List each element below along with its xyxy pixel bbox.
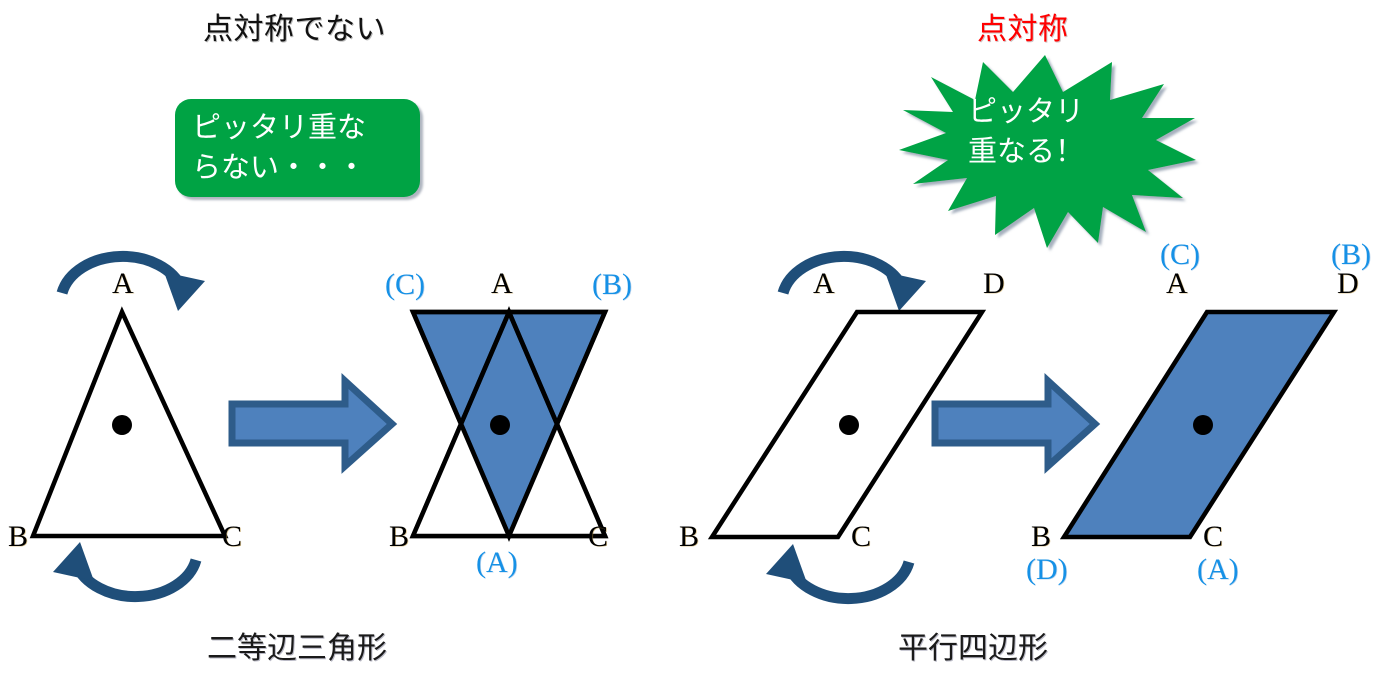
left-result-overlap-group xyxy=(409,306,609,542)
rotation-arrow-bottom-right xyxy=(783,560,915,605)
vertex-label-A-src-para: A xyxy=(813,267,835,300)
result-center-point-dot xyxy=(490,415,510,435)
image-label-B-res-para: (B) xyxy=(1331,238,1371,271)
vertex-label-A-src-tri: A xyxy=(112,267,134,300)
vertex-label-B-res-tri: B xyxy=(389,520,410,553)
vertex-label-B-res-para: B xyxy=(1031,520,1052,553)
vertex-label-A-res-para: A xyxy=(1166,267,1188,300)
image-label-A-res-tri: (A) xyxy=(476,546,518,579)
center-point-dot xyxy=(112,415,132,435)
center-point-dot-right xyxy=(839,415,859,435)
transform-arrow-left xyxy=(228,373,398,474)
rotation-arrow-top-right xyxy=(777,250,909,295)
rotation-arrowhead-bottom-left xyxy=(53,542,94,581)
left-source-triangle-group xyxy=(29,250,229,603)
vertex-label-D-src-para: D xyxy=(983,267,1005,300)
image-label-B-res-tri: (B) xyxy=(592,268,632,301)
right-source-parallelogram-group xyxy=(707,250,987,605)
starburst-callout xyxy=(899,55,1196,248)
original-triangle-stroke xyxy=(409,306,609,539)
left-panel-title: 点対称でない xyxy=(203,13,386,46)
vertex-label-B-src-tri: B xyxy=(8,520,29,553)
image-label-C-res-para: (C) xyxy=(1160,238,1200,271)
result-center-point-dot-right xyxy=(1193,415,1213,435)
rotation-arrowhead-bottom-right xyxy=(766,544,807,583)
transform-arrow-right xyxy=(931,373,1101,474)
right-result-parallelogram-group xyxy=(1059,309,1339,540)
callout-overlapping: ピッタリ 重なる！ xyxy=(884,38,1194,248)
vertex-label-C-src-tri: C xyxy=(222,520,243,553)
rotation-arrow-bottom-left xyxy=(70,558,202,603)
vertex-label-B-src-para: B xyxy=(679,520,700,553)
starburst-shape xyxy=(899,55,1196,248)
vertex-label-C-res-para: C xyxy=(1203,520,1224,553)
callout-overlapping-text: ピッタリ 重なる！ xyxy=(968,96,1085,168)
rotation-arrowhead-top-right xyxy=(885,272,926,311)
overlap-lower-right-white xyxy=(509,424,605,536)
rotation-arrowhead-top-left xyxy=(164,272,205,311)
image-label-A-res-para: (A) xyxy=(1197,553,1239,586)
callout-not-overlapping-text: ピッタリ重な らない・・・ xyxy=(192,112,367,184)
caption-isosceles-triangle: 二等辺三角形 xyxy=(207,632,387,665)
overlap-lower-left-white xyxy=(413,424,509,536)
vertex-label-C-res-tri: C xyxy=(588,520,609,553)
right-panel-title: 点対称 xyxy=(977,13,1069,46)
image-label-C-res-tri: (C) xyxy=(385,268,425,301)
vertex-label-D-res-para: D xyxy=(1337,267,1359,300)
vertex-label-A-res-tri: A xyxy=(491,267,513,300)
callout-not-overlapping: ピッタリ重な らない・・・ xyxy=(175,99,420,197)
image-label-D-res-para: (D) xyxy=(1026,553,1068,586)
vertex-label-C-src-para: C xyxy=(851,520,872,553)
caption-parallelogram: 平行四辺形 xyxy=(898,632,1048,665)
